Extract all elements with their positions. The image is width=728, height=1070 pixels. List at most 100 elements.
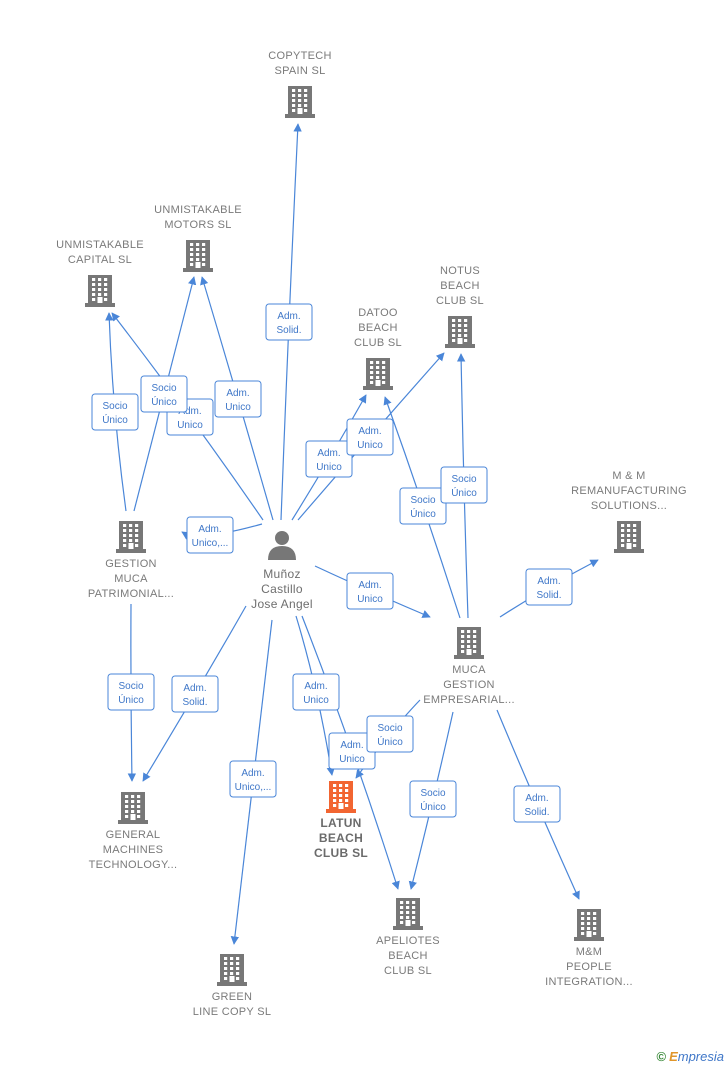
node-muca_ge[interactable]: MUCA GESTION EMPRESARIAL...: [423, 627, 515, 706]
relation-label-box: [186, 516, 234, 554]
relation-label-person-to-latun[interactable]: Adm.Unico: [292, 673, 340, 711]
relation-label-text: Solid.: [524, 807, 549, 818]
copyright-symbol: ©: [656, 1049, 667, 1064]
brand-initial: E: [669, 1049, 678, 1064]
relation-label-text: Solid.: [276, 325, 301, 336]
relation-label-muca_ge-to-mm_people[interactable]: Adm. Solid.: [513, 785, 561, 823]
node-label-latun: LATUN: [320, 816, 361, 830]
building-icon: [574, 909, 604, 941]
node-general_machines[interactable]: GENERALMACHINESTECHNOLOGY...: [89, 792, 178, 871]
node-label-datoo: BEACH: [358, 322, 397, 334]
relation-label-person-to-gestion_muca[interactable]: Adm.Unico,...: [186, 516, 234, 554]
building-focus-icon: [326, 781, 356, 813]
node-label-person: Jose Angel: [251, 597, 313, 611]
relation-label-text: Adm.: [226, 388, 249, 399]
relation-label-text: Único: [151, 395, 177, 408]
relation-label-text: Único: [420, 800, 446, 813]
node-label-general_machines: TECHNOLOGY...: [89, 859, 178, 871]
relation-label-box: [346, 572, 394, 610]
building-icon: [85, 275, 115, 307]
relation-label-text: Adm.: [537, 576, 560, 587]
relation-label-muca_ge-to-mm_reman[interactable]: Adm.Solid.: [525, 568, 573, 606]
node-label-mm_reman: SOLUTIONS...: [591, 500, 667, 512]
relation-label-text: Adm.: [241, 768, 264, 779]
node-label-notus: CLUB SL: [436, 295, 484, 307]
relation-label-box: [440, 466, 488, 504]
relation-label-text: Socio: [377, 723, 402, 734]
relation-label-text: Unico: [303, 695, 329, 706]
relation-label-box: [346, 418, 394, 456]
person-icon: [268, 531, 296, 560]
node-label-datoo: DATOO: [358, 307, 398, 319]
relation-label-box: [292, 673, 340, 711]
relation-label-box: [265, 303, 313, 341]
relation-label-box: [513, 785, 561, 823]
node-label-person: Muñoz: [263, 567, 301, 581]
relation-label-text: Unico,...: [192, 538, 229, 549]
relation-label-person-to-um_motors[interactable]: Adm.Unico: [214, 380, 262, 418]
empresia-watermark: ©Empresia: [656, 1049, 724, 1064]
relation-label-text: Unico: [339, 754, 365, 765]
building-icon: [285, 86, 315, 118]
relation-label-text: Unico: [177, 420, 203, 431]
relation-label-person-to-notus[interactable]: Adm. Unico: [346, 418, 394, 456]
building-icon: [393, 898, 423, 930]
relation-label-box: [305, 440, 353, 478]
node-green_line[interactable]: GREEN LINE COPY SL: [193, 954, 272, 1018]
relation-label-text: Unico: [357, 440, 383, 451]
relation-label-text: Socio: [118, 681, 143, 692]
node-label-copytech: SPAIN SL: [274, 65, 325, 77]
node-label-green_line: GREEN: [212, 991, 253, 1003]
relation-label-box: [140, 375, 188, 413]
relation-label-text: Adm.: [358, 580, 381, 591]
node-label-muca_ge: MUCA: [452, 664, 486, 676]
relation-label-person-to-copytech[interactable]: Adm. Solid.: [265, 303, 313, 341]
relation-label-box: [107, 673, 155, 711]
relation-label-text: Único: [118, 693, 144, 706]
building-icon: [445, 316, 475, 348]
node-label-notus: BEACH: [440, 280, 479, 292]
relation-label-text: Unico: [357, 594, 383, 605]
building-icon: [116, 521, 146, 553]
node-label-um_motors: UNMISTAKABLE: [154, 204, 242, 216]
node-label-mm_people: PEOPLE: [566, 961, 612, 973]
node-label-green_line: LINE COPY SL: [193, 1006, 272, 1018]
node-mm_reman[interactable]: M & MREMANUFACTURINGSOLUTIONS...: [571, 470, 687, 553]
relation-label-person-to-muca_ge[interactable]: Adm. Unico: [346, 572, 394, 610]
node-label-muca_ge: EMPRESARIAL...: [423, 694, 515, 706]
building-icon: [363, 358, 393, 390]
relation-label-person-to-datoo[interactable]: Adm.Unico: [305, 440, 353, 478]
relation-label-box: [409, 780, 457, 818]
relation-label-box: [229, 760, 277, 798]
relation-label-text: Adm.: [277, 311, 300, 322]
node-label-muca_ge: GESTION: [443, 679, 495, 691]
relation-label-box: [525, 568, 573, 606]
relation-label-text: Socio: [410, 495, 435, 506]
relation-label-text: Adm.: [358, 426, 381, 437]
relation-label-box: [91, 393, 139, 431]
node-mm_people[interactable]: M&M PEOPLE INTEGRATION...: [545, 909, 633, 988]
relation-labels-layer: Adm.Solid.Adm.UnicoAdm.UnicoAdm.UnicoAdm…: [91, 303, 573, 823]
relation-label-person-to-green_line[interactable]: Adm.Unico,...: [229, 760, 277, 798]
node-gestion_muca[interactable]: GESTIONMUCAPATRIMONIAL...: [88, 521, 174, 600]
node-label-mm_people: M&M: [576, 946, 603, 958]
node-label-mm_people: INTEGRATION...: [545, 976, 633, 988]
relation-label-person-to-general_machines[interactable]: Adm.Solid.: [171, 675, 219, 713]
relation-label-text: Adm.: [525, 793, 548, 804]
